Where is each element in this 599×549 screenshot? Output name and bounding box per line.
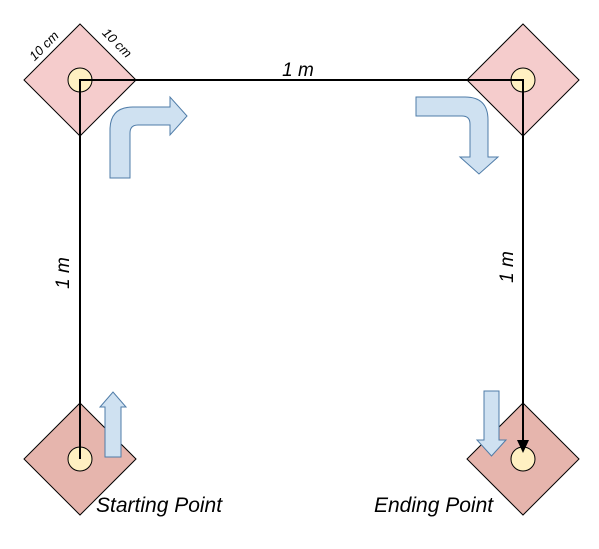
travel-path [79,79,529,459]
path-end-arrowhead [517,440,529,453]
arrow-down-icon [475,390,508,457]
top-distance-label: 1 m [282,60,314,81]
left-distance-label: 1 m [53,257,74,289]
starting-point-label: Starting Point [96,494,223,517]
arrow-up-icon [98,391,128,458]
turn-right-arrow-icon [109,95,188,179]
turn-down-arrow-icon [415,96,500,175]
ending-point-label: Ending Point [374,494,494,517]
right-distance-label: 1 m [497,251,518,283]
